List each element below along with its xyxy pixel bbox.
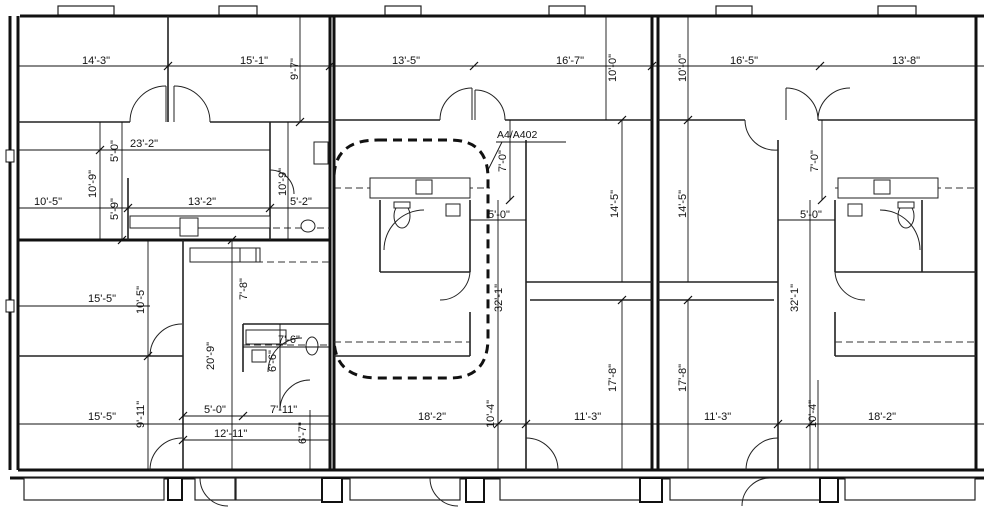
dim-label: 9'-7" (289, 58, 301, 80)
dim-label: 17'-8" (677, 364, 689, 392)
dim-label: 15'-1" (240, 55, 268, 67)
dim-label: 5'-0" (204, 404, 226, 416)
dim-label: 10'-4" (485, 400, 497, 428)
dim-label: 7'-6" (278, 334, 300, 346)
dim-label: 13'-2" (188, 196, 216, 208)
dim-label: 13'-5" (392, 55, 420, 67)
dim-label: 15'-5" (88, 293, 116, 305)
dim-label: 10'-0" (677, 54, 689, 82)
dim-label: 10'-5" (34, 196, 62, 208)
dim-label: 23'-2" (130, 138, 158, 150)
dim-label: 5'-0" (488, 209, 510, 221)
dim-label: 12'-11" (214, 428, 247, 440)
dim-label: 7'-11" (270, 404, 297, 416)
dim-label: 5'-9" (109, 198, 121, 220)
dim-label: 18'-2" (418, 411, 446, 423)
storefront (23, 477, 976, 503)
dimension-ticks (95, 61, 827, 445)
dim-label: 7'-8" (238, 278, 250, 300)
doors (129, 85, 866, 507)
dim-label: 10'-9" (87, 170, 99, 198)
top-windows (57, 5, 917, 16)
dim-label: 9'-11" (135, 401, 147, 428)
dim-label: 5'-2" (290, 196, 312, 208)
dim-label: 10'-5" (135, 286, 147, 314)
dim-label: 16'-5" (730, 55, 758, 67)
dim-label: 32'-1" (789, 284, 801, 312)
dim-label: 5'-0" (800, 209, 822, 221)
dim-label: 14'-5" (609, 190, 621, 218)
dim-label: 5'-0" (109, 140, 121, 162)
section-reference-label: A4/A402 (497, 129, 537, 141)
dim-label: 18'-2" (868, 411, 896, 423)
dim-label: 10'-0" (607, 54, 619, 82)
dim-label: 32'-1" (493, 284, 505, 312)
dim-label: 7'-0" (497, 150, 509, 172)
dimension-labels: 14'-3" 15'-1" 9'-7" 13'-5" 16'-7" 10'-0"… (34, 54, 920, 444)
dim-label: 14'-3" (82, 55, 110, 67)
dim-label: 11'-3" (704, 411, 731, 423)
detail-callout (332, 138, 566, 380)
dim-label: 6'-6" (267, 350, 279, 372)
dim-label: 16'-7" (556, 55, 584, 67)
dim-label: 10'-9" (277, 168, 289, 196)
dim-label: 14'-5" (677, 190, 689, 218)
dim-label: 11'-3" (574, 411, 601, 423)
dim-label: 10'-4" (807, 400, 819, 428)
fixtures (129, 141, 939, 411)
dim-label: 17'-8" (607, 364, 619, 392)
dim-label: 13'-8" (892, 55, 920, 67)
dim-label: 7'-0" (809, 150, 821, 172)
dimension-lines (18, 16, 984, 470)
dim-label: 20'-9" (205, 342, 217, 370)
walls (5, 14, 984, 480)
dim-label: 15'-5" (88, 411, 116, 423)
dim-label: 6'-7" (297, 422, 309, 444)
